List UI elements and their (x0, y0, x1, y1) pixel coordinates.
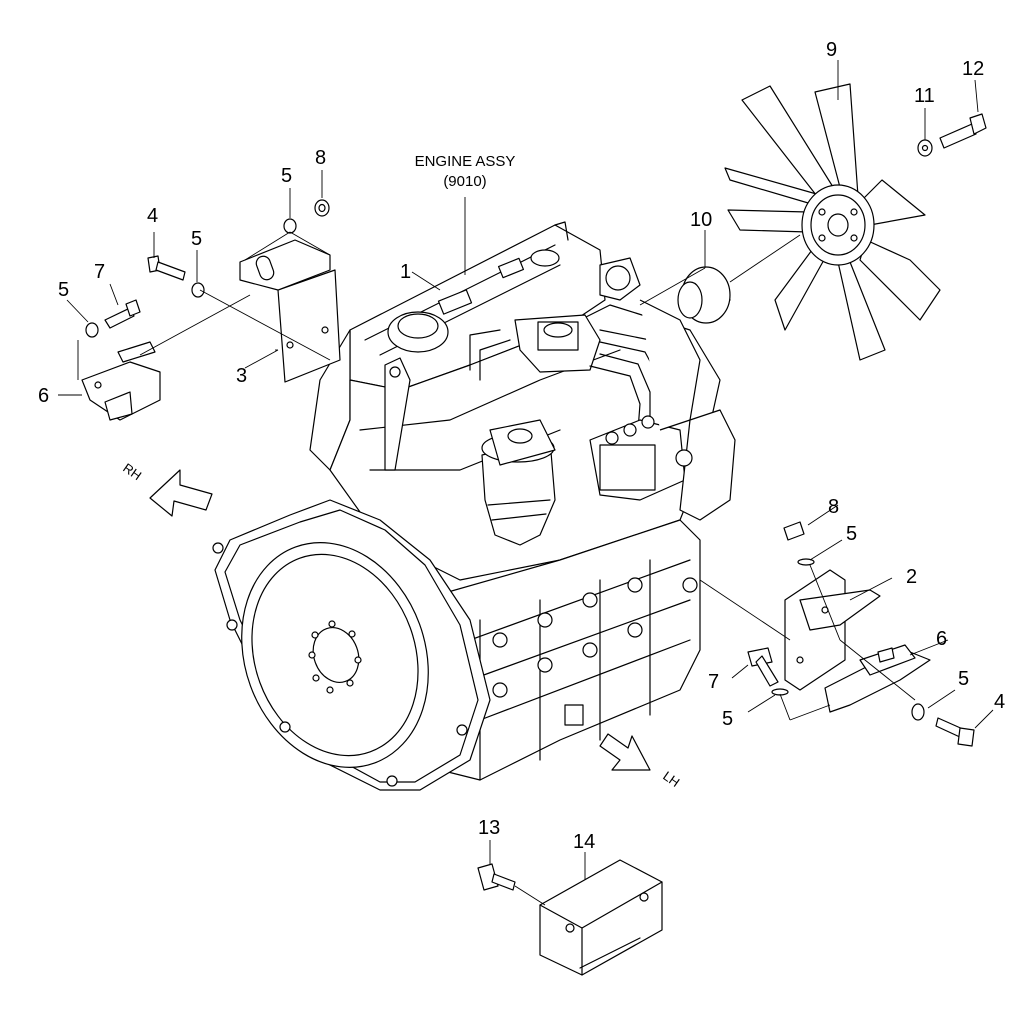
lh-washer-5c (911, 703, 925, 721)
assembly-code: (9010) (443, 173, 486, 190)
lh-nut-8 (783, 521, 805, 541)
callout-5-lh-lower: 5 (722, 708, 733, 730)
engine-assembly (212, 221, 736, 791)
lh-bolt-7 (747, 647, 779, 687)
callout-8-lh: 8 (828, 496, 839, 518)
lh-direction-label: LH (660, 768, 682, 790)
rh-washer-5c (85, 322, 99, 338)
callout-5-rh-nut-washer: 5 (281, 165, 292, 187)
ecu-bolt (477, 863, 516, 891)
fan-bolt (939, 113, 987, 149)
rh-bolt-7 (104, 299, 141, 329)
callout-5-rh-cushion-washer: 5 (58, 279, 69, 301)
callout-5-rh-bolt-washer: 5 (191, 228, 202, 250)
rh-nut-8 (314, 199, 330, 217)
callout-4-lh: 4 (994, 691, 1005, 713)
rh-washer-5a (191, 282, 205, 298)
callout-3: 3 (236, 365, 247, 387)
callout-7-lh: 7 (708, 671, 719, 693)
control-unit (539, 859, 663, 976)
lh-washer-5a (797, 558, 815, 566)
callout-5-lh-upper: 5 (846, 523, 857, 545)
callout-9: 9 (826, 39, 837, 61)
callout-4-rh: 4 (147, 205, 158, 227)
rh-direction-label: RH (120, 460, 144, 483)
lh-bolt-4 (935, 717, 975, 747)
callout-1: 1 (400, 261, 411, 283)
rh-bolt-4 (147, 255, 186, 281)
callout-11: 11 (914, 85, 935, 107)
callout-13: 13 (478, 817, 500, 839)
fan-spacer (677, 266, 731, 324)
callout-6-rh: 6 (38, 385, 49, 407)
callout-5-lh-right: 5 (958, 668, 969, 690)
leader-lines (58, 60, 994, 906)
callout-10: 10 (690, 209, 712, 231)
rh-engine-cushion (81, 341, 161, 421)
fan-washer (917, 139, 933, 157)
callout-12: 12 (962, 58, 984, 80)
rh-mount-bracket (239, 239, 341, 383)
cooling-fan (724, 83, 941, 361)
callout-2: 2 (906, 566, 917, 588)
callout-7-rh: 7 (94, 261, 105, 283)
callout-14: 14 (573, 831, 595, 853)
rh-direction-arrow (149, 469, 213, 517)
callout-6-lh: 6 (936, 628, 947, 650)
callout-8-rh: 8 (315, 147, 326, 169)
rh-washer-5b (283, 218, 297, 234)
lh-direction-arrow (599, 733, 651, 771)
assembly-title: ENGINE ASSY (415, 153, 516, 170)
lh-mount-bracket (784, 569, 881, 691)
